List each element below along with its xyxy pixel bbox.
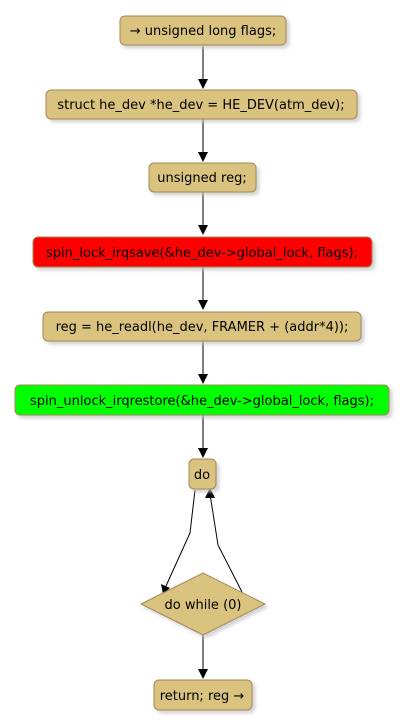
node-box bbox=[119, 15, 287, 46]
arrowhead-n9 bbox=[198, 669, 208, 679]
node-box bbox=[148, 162, 257, 193]
node-spin-lock-irqsave: spin_lock_irqsave(&he_dev->global_lock, … bbox=[32, 236, 373, 268]
arrowhead-n7 bbox=[198, 448, 208, 458]
node-box bbox=[42, 311, 362, 342]
edge-n8-n7-loop bbox=[209, 493, 243, 593]
node-box bbox=[188, 458, 217, 490]
arrowhead-n5 bbox=[198, 300, 208, 310]
node-reg-he-readl: reg = he_readl(he_dev, FRAMER + (addr*4)… bbox=[42, 311, 362, 342]
node-label: do while (0) bbox=[165, 598, 242, 613]
node-spin-unlock-irqrestore: spin_unlock_irqrestore(&he_dev->global_l… bbox=[14, 384, 390, 416]
node-unsigned-reg: unsigned reg; bbox=[148, 162, 257, 193]
arrowhead-n4 bbox=[198, 225, 208, 235]
node-label: return; reg → bbox=[160, 689, 245, 704]
node-do: do bbox=[188, 458, 217, 490]
arrowhead-loop bbox=[205, 488, 215, 498]
node-box bbox=[14, 384, 390, 416]
node-box bbox=[32, 236, 373, 268]
decision-diamond bbox=[139, 572, 267, 636]
node-label: reg = he_readl(he_dev, FRAMER + (addr*4)… bbox=[56, 320, 349, 335]
node-label: struct he_dev *he_dev = HE_DEV(atm_dev); bbox=[57, 98, 344, 113]
node-label: spin_lock_irqsave(&he_dev->global_lock, … bbox=[46, 246, 358, 261]
arrowhead-n8 bbox=[161, 584, 170, 594]
node-struct-he-dev: struct he_dev *he_dev = HE_DEV(atm_dev); bbox=[45, 89, 358, 120]
node-label: spin_unlock_irqrestore(&he_dev->global_l… bbox=[30, 394, 374, 409]
node-label: → unsigned long flags; bbox=[130, 24, 277, 39]
node-return-reg: return; reg → bbox=[153, 679, 253, 711]
edge-n7-n8 bbox=[165, 489, 196, 587]
node-box bbox=[153, 679, 253, 711]
node-label: unsigned reg; bbox=[157, 171, 246, 186]
arrowhead-n2 bbox=[198, 79, 208, 89]
arrowhead-n3 bbox=[198, 152, 208, 162]
node-do-while-decision: do while (0) bbox=[139, 572, 267, 636]
node-box bbox=[45, 89, 358, 120]
node-label: do bbox=[194, 468, 210, 483]
node-unsigned-long-flags: → unsigned long flags; bbox=[119, 15, 287, 46]
edges bbox=[161, 46, 243, 679]
arrowhead-n6 bbox=[198, 374, 208, 384]
